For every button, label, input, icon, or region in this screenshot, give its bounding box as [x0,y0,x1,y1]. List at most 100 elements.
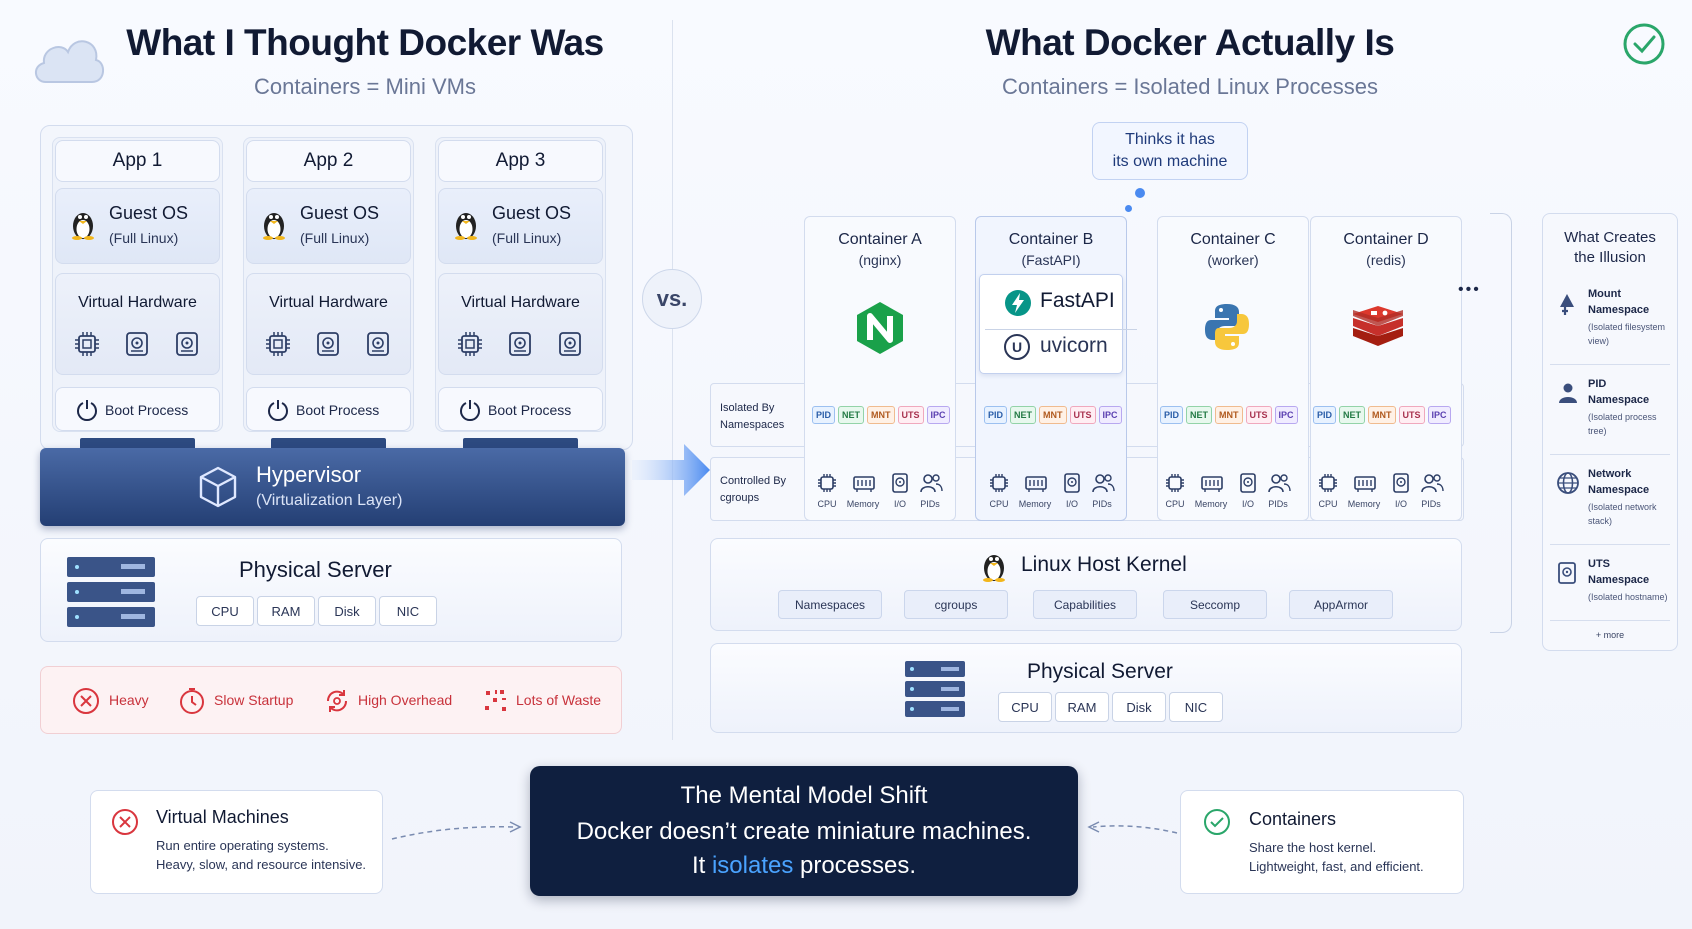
illusion-item-desc-2: tree) [1588,426,1607,436]
boot-process-box [438,387,603,431]
server-part-pill: CPU [998,692,1052,722]
namespace-tag: MNT [867,406,895,424]
app-header: App 2 [246,140,411,182]
virtual-hardware-label: Virtual Hardware [461,294,580,311]
arrow-right-icon [632,440,712,500]
left-server-title: Physical Server [239,557,392,582]
namespace-tag: PID [984,406,1008,424]
illusion-title-2: the Illusion [1574,249,1646,266]
namespace-tag: IPC [1098,406,1122,424]
uvicorn-icon: U [1004,334,1030,360]
server-part-pill: Disk [1112,692,1166,722]
nginx-icon [855,300,905,356]
thought-bubble [1092,122,1248,180]
namespace-tag: UTS [897,406,924,424]
guest-os-label: Guest OS [492,203,572,223]
illusion-item-desc-1: (Isolated process [1588,412,1657,422]
disk-icon [173,330,201,358]
cgroup-item-icon [988,472,1010,494]
namespace-tag: UTS [1398,406,1425,424]
illusion-divider [1550,544,1670,545]
server-part-pill: Disk [318,596,376,626]
namespaces-label-2: Namespaces [720,419,785,431]
illusion-item-name-2: Namespace [1588,304,1650,316]
server-part-pill: RAM [1055,692,1109,722]
dashed-arrow-right [390,815,525,845]
container-card[interactable] [1157,216,1309,521]
container-sub: (worker) [1207,252,1259,268]
chip-icon [264,330,292,358]
namespace-tag: IPC [1274,406,1298,424]
connector-post [463,438,578,448]
illusion-item-name-2: Namespace [1588,484,1650,496]
illusion-item-icon [1556,291,1578,317]
guest-os-sub: (Full Linux) [109,230,179,246]
python-icon [1203,302,1251,352]
app-header: App 3 [438,140,603,182]
cgroup-item-label: CPU [989,499,1009,509]
server-rack-icon [65,555,157,629]
cgroup-item-label: Memory [1194,499,1228,509]
uvicorn-card [985,329,1137,371]
power-icon [75,398,99,422]
guest-os-sub: (Full Linux) [492,230,562,246]
check-circle-icon [1203,808,1231,836]
cgroup-item-label: PIDs [1092,499,1112,509]
right-subtitle: Containers = Isolated Linux Processes [1001,74,1379,99]
illusion-item-desc-2: view) [1588,336,1610,346]
x-circle-icon [72,687,100,715]
illusion-divider [1550,364,1670,365]
tux-icon [260,208,288,240]
kernel-title: Linux Host Kernel [1021,553,1187,576]
cgroup-item-icon [1164,472,1186,494]
illusion-item-icon [1556,471,1580,495]
illusion-item-name-2: Namespace [1588,574,1650,586]
kernel-feature-pill: AppArmor [1289,590,1393,619]
left-title: What I Thought Docker Was [126,22,604,63]
cgroup-item-label: Memory [1018,499,1052,509]
namespace-tag: MNT [1368,406,1396,424]
clock-icon [178,687,206,715]
illusion-item-name-2: Namespace [1588,394,1650,406]
container-sub: (redis) [1366,252,1406,268]
drawback-high-overhead: High Overhead [358,692,453,708]
drawback-lots-of-waste: Lots of Waste [516,692,602,708]
container-card[interactable] [1310,216,1462,521]
cgroup-item-label: PIDs [1421,499,1441,509]
boot-process-label: Boot Process [488,402,572,418]
kernel-feature-pill: Capabilities [1033,590,1137,619]
hypervisor-title: Hypervisor [256,462,362,487]
illusion-item-name-1: UTS [1588,558,1610,570]
cgroup-item-icon [889,472,911,494]
container-sub: (nginx) [858,252,902,268]
cgroup-item-icon [1317,472,1339,494]
virtual-hardware-box [55,273,220,375]
disk-icon [556,330,584,358]
server-part-pill: NIC [379,596,437,626]
illusion-item-icon [1556,381,1580,405]
illusion-more[interactable]: + more [1595,630,1625,640]
drawbacks-bar [40,666,622,734]
namespace-tag: NET [1186,406,1213,424]
namespace-tag: UTS [1069,406,1096,424]
containers-summary-card [1180,790,1464,894]
cloud-icon [30,28,106,86]
container-name: Container D [1343,231,1429,248]
illusion-item-desc-1: (Isolated network [1588,502,1657,512]
cgroup-item-icon [919,472,943,494]
vm-summary-line2: Heavy, slow, and resource intensive. [156,857,367,872]
illusion-divider [1550,454,1670,455]
disk-icon [314,330,342,358]
chip-icon [456,330,484,358]
cgroup-item-icon [1024,472,1048,494]
container-name: Container C [1190,231,1276,248]
shift-line2: It isolates processes. [530,852,1078,880]
virtual-hardware-box [246,273,411,375]
container-card[interactable] [804,216,956,521]
connector-post [80,438,195,448]
namespaces-label-1: Isolated By [720,402,775,414]
kernel-feature-pill: Namespaces [778,590,882,619]
cgroup-item-label: I/O [1241,499,1254,509]
